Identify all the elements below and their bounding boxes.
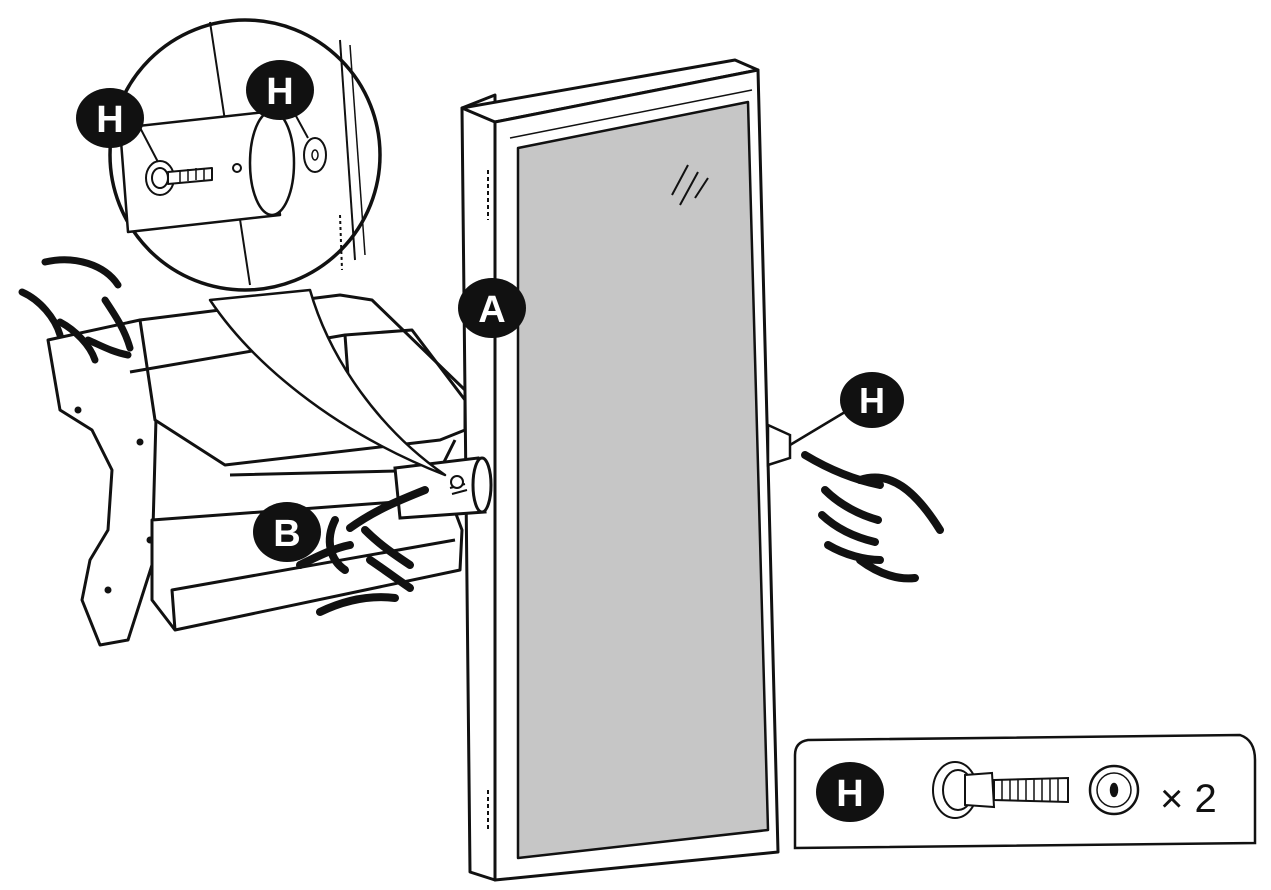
label-badge-h-callout-right: H — [246, 60, 314, 120]
svg-text:H: H — [859, 380, 885, 421]
parts-box: H × 2 — [793, 733, 1257, 850]
pointing-hand-right — [801, 451, 944, 583]
label-badge-h-right: H — [840, 372, 904, 428]
mirror-cabinet — [460, 58, 780, 882]
washer-icon — [1088, 764, 1140, 816]
right-screw — [766, 410, 846, 467]
svg-text:H: H — [266, 71, 293, 113]
parts-quantity: × 2 — [1160, 777, 1217, 821]
svg-text:B: B — [273, 513, 300, 555]
pointing-hand-center — [296, 486, 429, 616]
svg-text:A: A — [478, 289, 505, 331]
label-badge-b-bracket: B — [253, 502, 321, 562]
svg-text:H: H — [836, 773, 863, 815]
label-badge-a-mirror: A — [458, 278, 526, 338]
parts-box-h-badge: H — [816, 762, 884, 822]
pointing-hand-upper-left — [18, 256, 134, 364]
screw-icon — [932, 761, 1069, 819]
bracket-sleeve — [393, 456, 493, 520]
label-badge-h-callout-left: H — [76, 88, 144, 148]
svg-text:H: H — [96, 99, 123, 141]
mirror-glass — [516, 100, 770, 860]
